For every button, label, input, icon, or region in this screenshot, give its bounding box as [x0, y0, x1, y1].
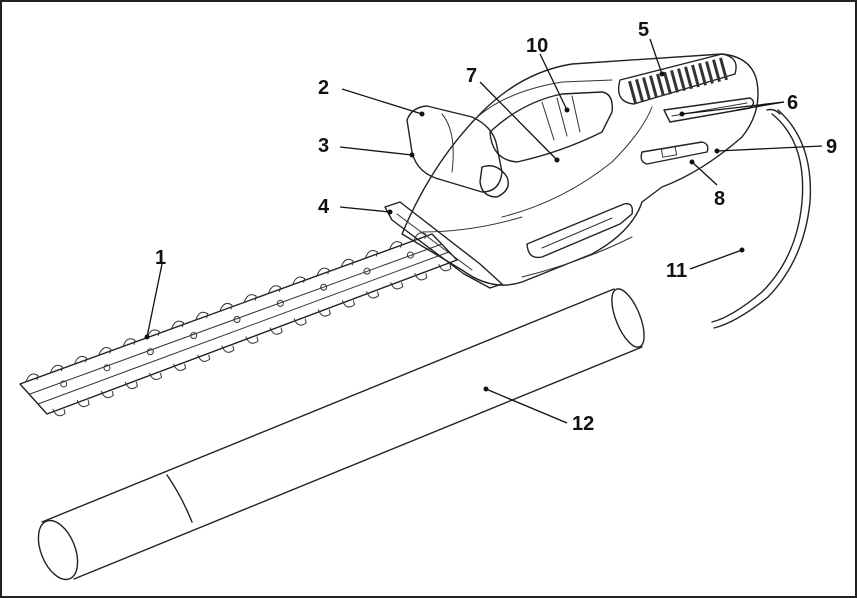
leader-10	[539, 53, 568, 111]
callout-12: 12	[572, 413, 594, 435]
blade-sheath	[37, 288, 645, 581]
leader-12	[485, 388, 568, 424]
lock-off-switch	[640, 141, 709, 165]
switch-panel	[489, 91, 613, 163]
power-cord	[711, 108, 812, 329]
leader-6a	[681, 101, 785, 115]
leader-11	[689, 249, 743, 270]
leader-6b	[736, 101, 785, 111]
leader-2	[341, 88, 423, 115]
callout-2: 2	[318, 77, 329, 99]
callout-8: 8	[714, 188, 725, 210]
front-handle	[406, 105, 509, 198]
leader-9	[716, 145, 823, 152]
callout-9: 9	[826, 136, 837, 158]
rear-handle-grip	[617, 53, 737, 105]
callout-10: 10	[526, 35, 548, 57]
leader-7	[479, 81, 558, 161]
callout-5: 5	[638, 19, 649, 41]
callout-labels: 1 2 3 4 5 6 7 8 9 10 11 12	[155, 19, 837, 435]
callout-11: 11	[666, 260, 687, 282]
motor-housing	[401, 53, 759, 286]
callout-4: 4	[318, 196, 330, 218]
callout-7: 7	[466, 65, 477, 87]
leader-8	[691, 161, 718, 186]
leader-5	[649, 38, 663, 75]
leader-1	[146, 263, 163, 338]
callout-3: 3	[318, 135, 329, 157]
leader-3	[339, 146, 413, 156]
leader-lines	[144, 38, 823, 424]
leader-4	[339, 206, 391, 213]
callout-1: 1	[155, 247, 166, 269]
cutting-blade	[19, 232, 458, 417]
callout-6: 6	[787, 92, 798, 114]
